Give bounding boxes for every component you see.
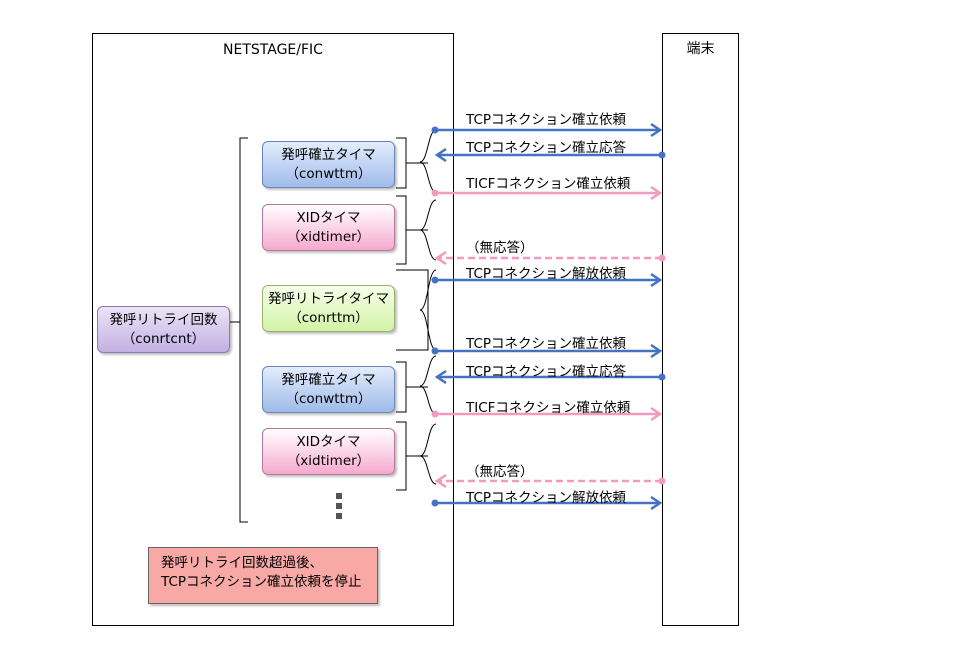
message-arrow-3 <box>431 185 663 201</box>
retry-count-box: 発呼リトライ回数 （conrtcnt） <box>97 306 230 353</box>
terminal-panel: 端末 <box>662 33 739 626</box>
xid-timer-box-2: XIDタイマ （xidtimer） <box>262 428 395 475</box>
retry-timer-param: （conrttm） <box>288 310 369 326</box>
message-label: TCPコネクション確立依頼 <box>466 336 627 352</box>
message-arrow-4 <box>434 250 666 266</box>
message-arrow-7 <box>434 369 666 385</box>
note-line-1: 発呼リトライ回数超過後、 <box>161 555 323 571</box>
message-label: TCPコネクション解放依頼 <box>466 490 627 506</box>
msg-brace-2 <box>419 199 437 261</box>
retry-count-label: 発呼リトライ回数 <box>109 312 218 328</box>
message-label: TCPコネクション解放依頼 <box>466 266 627 282</box>
message-arrow-6 <box>431 343 663 359</box>
msg-brace-5 <box>419 423 437 485</box>
call-timer-1-bracket <box>396 137 428 189</box>
xid-timer-2-param: （xidtimer） <box>286 453 371 469</box>
msg-brace-4 <box>419 355 437 415</box>
retry-timer-label: 発呼リトライタイマ <box>268 291 389 307</box>
call-timer-1-label: 発呼確立タイマ <box>281 147 376 163</box>
xid-timer-2-label: XIDタイマ <box>296 434 361 450</box>
call-timer-1-param: （conwttm） <box>285 166 372 182</box>
message-arrow-10 <box>431 495 663 511</box>
xid-timer-2-bracket <box>396 421 428 491</box>
message-arrow-8 <box>431 406 663 422</box>
retry-timer-bracket <box>396 269 429 351</box>
netstage-fic-title: NETSTAGE/FIC <box>223 42 323 58</box>
vertical-ellipsis-icon <box>336 493 342 523</box>
message-label: （無応答） <box>466 240 534 256</box>
message-label: TICFコネクション確立依頼 <box>466 176 631 192</box>
message-label: TCPコネクション確立依頼 <box>466 112 627 128</box>
xid-timer-1-label: XIDタイマ <box>296 210 361 226</box>
xid-timer-box-1: XIDタイマ （xidtimer） <box>262 204 395 251</box>
message-label: TICFコネクション確立依頼 <box>466 400 631 416</box>
message-arrow-9 <box>434 473 666 489</box>
retry-count-param: （conrtcnt） <box>121 331 206 347</box>
braces <box>230 137 429 523</box>
message-arrow-5 <box>431 272 663 288</box>
retry-count-brace <box>230 137 248 523</box>
msg-brace-3 <box>419 269 437 351</box>
message-label: （無応答） <box>466 464 534 480</box>
retry-exceeded-note: 発呼リトライ回数超過後、 TCPコネクション確立依頼を停止 <box>148 547 378 604</box>
message-label: TCPコネクション確立応答 <box>466 140 627 156</box>
msg-brace-1 <box>419 129 437 193</box>
call-timer-2-bracket <box>396 361 428 413</box>
message-braces <box>419 129 437 485</box>
call-timer-box-1: 発呼確立タイマ （conwttm） <box>262 141 395 188</box>
message-arrow-2 <box>434 147 666 163</box>
retry-timer-box: 発呼リトライタイマ （conrttm） <box>262 285 395 332</box>
message-arrow-1 <box>431 122 663 138</box>
call-timer-2-param: （conwttm） <box>285 391 372 407</box>
call-timer-box-2: 発呼確立タイマ （conwttm） <box>262 366 395 413</box>
call-timer-2-label: 発呼確立タイマ <box>281 372 376 388</box>
xid-timer-1-bracket <box>396 195 428 265</box>
message-arrows <box>431 122 666 511</box>
message-label: TCPコネクション確立応答 <box>466 364 627 380</box>
terminal-title: 端末 <box>686 41 715 57</box>
xid-timer-1-param: （xidtimer） <box>286 229 371 245</box>
note-line-2: TCPコネクション確立依頼を停止 <box>161 574 362 590</box>
